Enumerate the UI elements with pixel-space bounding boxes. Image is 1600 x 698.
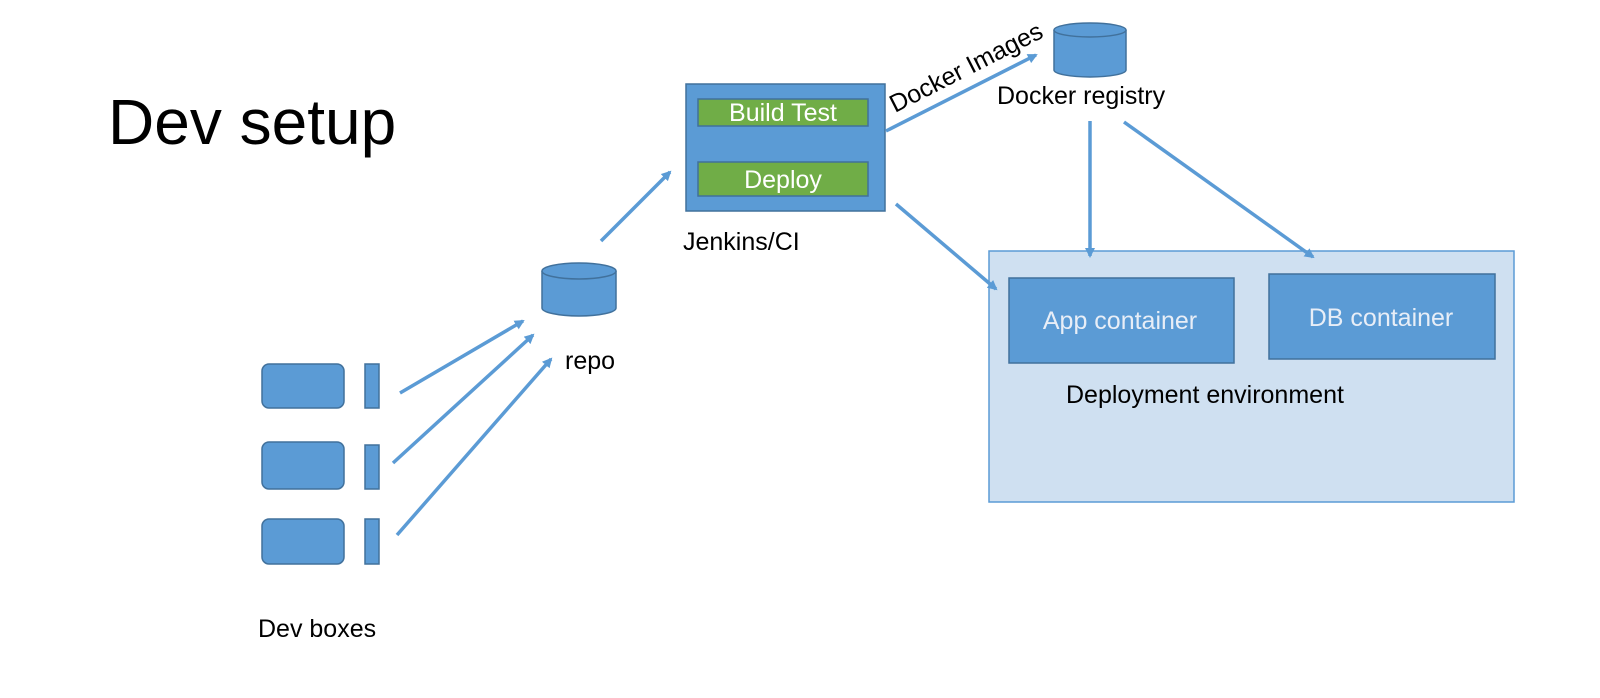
arrow-dev1-to-repo bbox=[399, 319, 525, 395]
deploy-label: Deploy bbox=[744, 166, 822, 194]
db-container-box bbox=[1268, 273, 1496, 360]
arrow-jenkins-to-registry bbox=[885, 53, 1038, 133]
dev-box bbox=[261, 363, 380, 409]
page-title: Dev setup bbox=[108, 86, 396, 158]
dev-box bbox=[261, 518, 380, 565]
deploy-step bbox=[697, 161, 869, 197]
dev-boxes-label: Dev boxes bbox=[258, 615, 376, 643]
build-test-label: Build Test bbox=[729, 99, 837, 127]
arrow-dev3-to-repo bbox=[395, 357, 553, 537]
db-container-label: DB container bbox=[1309, 304, 1454, 332]
arrow-dev2-to-repo bbox=[391, 333, 535, 465]
build-test-step bbox=[697, 98, 869, 127]
repo-database-icon bbox=[541, 262, 617, 317]
arrow-repo-to-jenkins bbox=[599, 170, 672, 243]
deployment-environment-label: Deployment environment bbox=[1066, 381, 1344, 409]
docker-registry-label: Docker registry bbox=[997, 82, 1166, 110]
arrow-registry-to-db-container bbox=[1122, 120, 1315, 259]
jenkins-ci-label: Jenkins/CI bbox=[683, 228, 800, 256]
app-container-label: App container bbox=[1043, 307, 1197, 335]
docker-registry-database-icon bbox=[1053, 22, 1127, 78]
dev-box bbox=[261, 441, 380, 490]
arrow-jenkins-to-deployment bbox=[894, 202, 998, 291]
jenkins-ci-box: Build Test Deploy bbox=[685, 83, 886, 212]
repo-label: repo bbox=[565, 347, 615, 375]
app-container-box bbox=[1008, 277, 1235, 364]
